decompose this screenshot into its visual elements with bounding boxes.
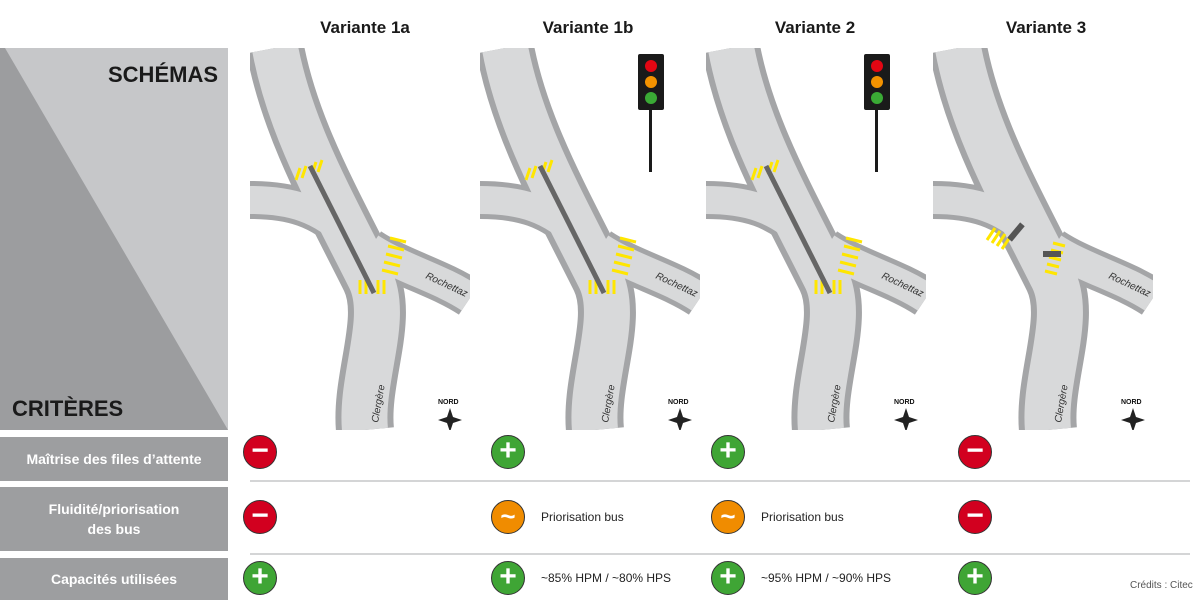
credits: Crédits : Citec [1130,580,1193,591]
rating-symbol: − [251,434,269,467]
crosswalk [524,159,637,294]
schema-panel: Rochettaz Clergère NORD [476,42,712,433]
plus-rating-icon: + [958,561,992,595]
criterion-label: Maîtrise des files d’attente [0,437,228,481]
variant-title: Variante 1a [320,18,410,37]
rating-symbol: + [719,434,737,467]
north-compass-icon: NORD [438,399,462,432]
rating-symbol: ~ [720,501,736,531]
island [1043,251,1061,257]
schema-panel: Rochettaz Clergère NORD [246,42,482,433]
rating-symbol: − [966,499,984,532]
rating-symbol: + [719,560,737,593]
rating-symbol: + [499,560,517,593]
road-network [246,42,482,433]
svg-text:NORD: NORD [668,399,689,406]
svg-text:NORD: NORD [894,399,915,406]
minus-rating-icon: − [243,500,277,534]
criteres-heading: CRITÈRES [12,396,124,421]
road-network [476,42,712,433]
bus-lane [763,164,833,295]
crosswalk [750,159,863,294]
plus-rating-icon: + [491,561,525,595]
plus-rating-icon: + [243,561,277,595]
minus-rating-icon: − [958,435,992,469]
criterion-label: Fluidité/priorisation des bus [0,487,228,551]
variant-title: Variante 2 [774,18,856,37]
criterion-label: Capacités utilisées [0,558,228,600]
plus-rating-icon: + [491,435,525,469]
minus-rating-icon: − [958,500,992,534]
bus-lane [307,164,377,295]
rating-note: ~85% HPM / ~80% HPS [541,571,672,585]
plus-rating-icon: + [711,561,745,595]
schemas-heading: SCHÉMAS [108,62,219,87]
variant-title: Variante 3 [1005,18,1087,37]
neutral-rating-icon: ~ [491,500,525,534]
crosswalk [294,159,407,294]
rating-note: ~95% HPM / ~90% HPS [761,571,892,585]
rating-note: Priorisation bus [761,510,844,524]
road-network [702,42,938,433]
schema-panel: Rochettaz Clergère NORD [702,42,938,433]
rating-symbol: + [966,560,984,593]
neutral-rating-icon: ~ [711,500,745,534]
schema-panel: Rochettaz Clergère NORD [929,42,1165,433]
rating-symbol: − [966,434,984,467]
row-divider [250,553,1190,555]
rating-symbol: − [251,499,269,532]
rating-symbol: + [251,560,269,593]
variant-title: Variante 1b [542,18,634,37]
bus-lane [537,164,607,295]
north-compass-icon: NORD [894,399,918,432]
row-divider [250,480,1190,482]
north-compass-icon: NORD [668,399,692,432]
svg-text:NORD: NORD [1121,399,1142,406]
traffic-light-icon [638,54,664,172]
road-network [929,42,1165,433]
rating-note: Priorisation bus [541,510,624,524]
minus-rating-icon: − [243,435,277,469]
traffic-light-icon [864,54,890,172]
island [1007,222,1025,242]
rating-symbol: + [499,434,517,467]
svg-text:NORD: NORD [438,399,459,406]
plus-rating-icon: + [711,435,745,469]
header-block [0,48,228,430]
north-compass-icon: NORD [1121,399,1145,432]
rating-symbol: ~ [500,501,516,531]
